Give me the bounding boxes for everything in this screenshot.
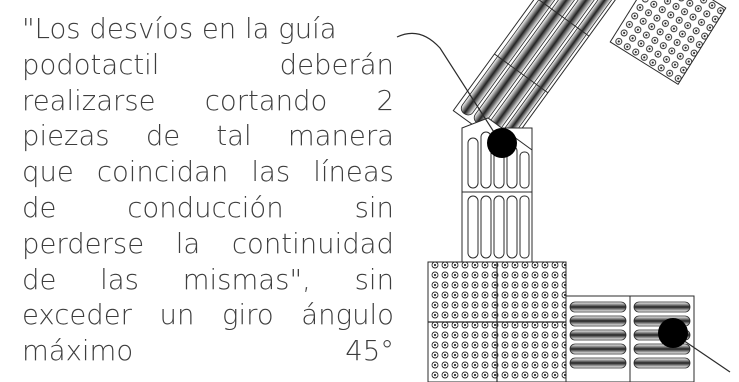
warning-tile-grid [427,261,567,382]
quote-line: de las mismas", sin [22,263,394,296]
quote-line: de conducción sin [22,191,394,224]
quote-line: realizarse cortando 2 [22,84,394,117]
quote-line: máximo 45° [22,335,394,368]
quote-text: "Los desvíos en la guía podotactil deber… [22,12,394,370]
guide-strip-horizontal [565,295,695,382]
quote-line: podotactil deberán [22,48,394,81]
quote-line: piezas de tal manera [22,120,394,153]
quote-line: perderse la continuidad [22,227,394,260]
leader-line-top [396,32,500,141]
marker-dot-turn [658,318,688,348]
quote-line: "Los desvíos en la guía [22,13,337,45]
quote-line: exceder un giro ángulo [22,299,394,332]
warning-tile-top [609,0,727,86]
quote-line: que coincidan las líneas [22,156,394,189]
guide-strip-diagonal [452,0,684,151]
marker-dot-joint [487,128,517,158]
